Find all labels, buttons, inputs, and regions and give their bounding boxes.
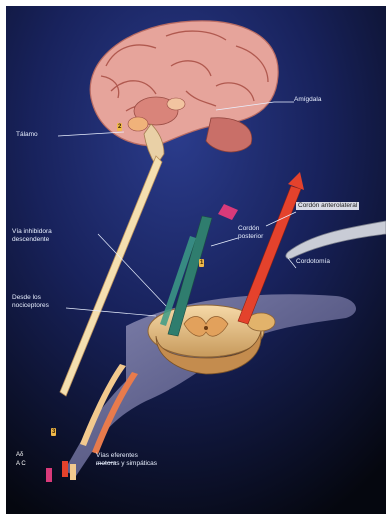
label-cordon-posterior: Cordón posterior <box>238 225 263 241</box>
label-amigdala: Amígdala <box>294 96 321 104</box>
label-cordon-anterolateral: Cordón anterolateral <box>296 202 359 210</box>
marker-2: 2 <box>117 123 122 131</box>
label-cordotomia: Cordotomía <box>296 258 330 266</box>
marker-1: 1 <box>199 259 204 267</box>
label-talamo: Tálamo <box>16 131 38 139</box>
fiber-code-bottom: A C <box>16 461 26 468</box>
fiber-code-top: Aδ <box>16 452 23 459</box>
label-desde-receptores: Desde los nociceptores <box>12 294 49 310</box>
marker-3: 3 <box>51 428 56 436</box>
label-via-inhibidora: Vía inhibidora descendente <box>12 228 52 244</box>
label-vias-eferentes: Vías eferentes motoras y simpáticas <box>96 452 157 468</box>
